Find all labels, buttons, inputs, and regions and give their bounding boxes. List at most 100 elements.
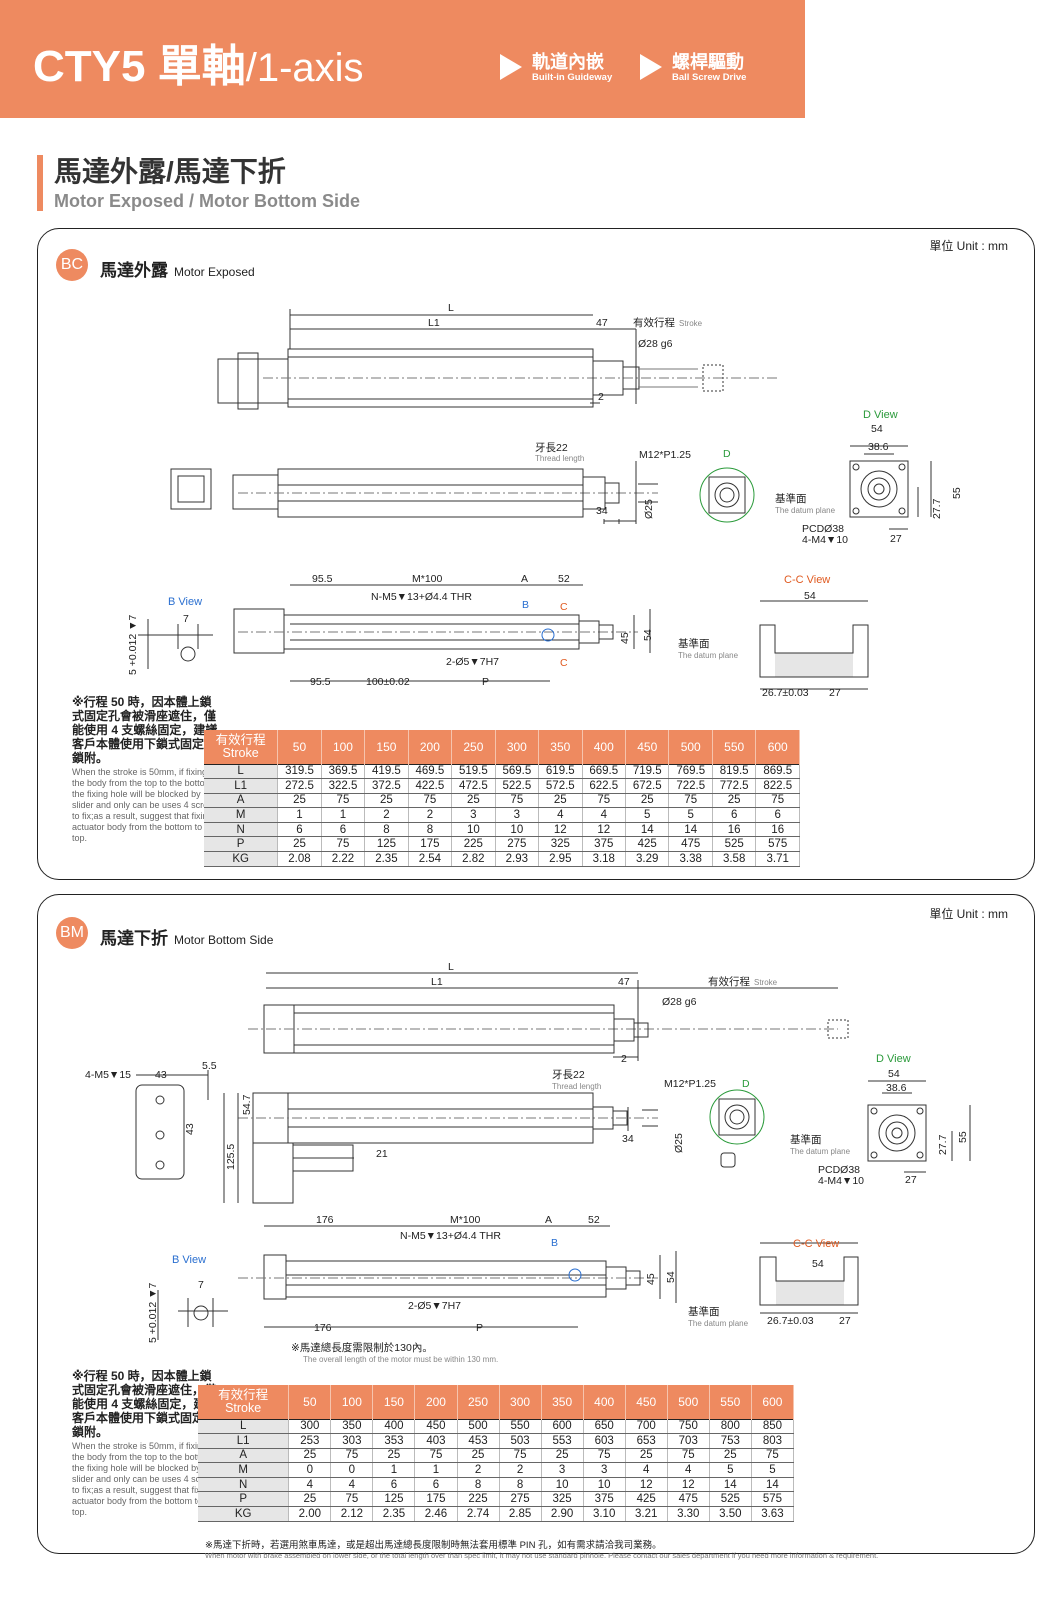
- dim-tolerance: 5 +0.012 ▼7: [147, 1283, 159, 1343]
- dim-54-7: 54.7: [241, 1094, 253, 1115]
- dim-34: 34: [596, 505, 608, 517]
- table-cell: 472.5: [451, 778, 496, 794]
- table-cell: 25: [538, 793, 583, 809]
- table-cell: 369.5: [321, 763, 366, 780]
- stroke-column-header: 500: [668, 730, 713, 764]
- table-cell: 6: [277, 822, 322, 838]
- stroke-column-header: 100: [330, 1385, 374, 1419]
- d-view-title: D View: [876, 1053, 911, 1065]
- table-cell: 575: [755, 836, 800, 853]
- table-cell: 225: [451, 836, 496, 853]
- model-title-en: Motor Bottom Side: [174, 933, 274, 947]
- table-cell: 25: [625, 793, 670, 809]
- table-cell: 75: [755, 793, 800, 809]
- table-cell: 8: [408, 822, 453, 838]
- table-cell: 0: [288, 1462, 332, 1478]
- dim-26-7: 26.7±0.03: [767, 1315, 814, 1327]
- stroke-column-header: 400: [583, 1385, 626, 1419]
- table-cell: 3.18: [582, 851, 627, 867]
- dim-45: 45: [645, 1273, 657, 1285]
- table-cell: 275: [499, 1491, 542, 1508]
- table-cell: 2: [499, 1462, 542, 1478]
- table-cell: 772.5: [712, 778, 757, 794]
- stroke-note-en: When the stroke is 50mm, if fixing the b…: [72, 1441, 220, 1517]
- table-cell: 6: [372, 1477, 416, 1493]
- row-label: M: [198, 1462, 290, 1478]
- table-cell: 325: [541, 1491, 584, 1508]
- dim-47: 47: [596, 317, 608, 329]
- table-cell: 8: [364, 822, 409, 838]
- stroke-column-header: 450: [625, 730, 670, 764]
- table-cell: 8: [499, 1477, 542, 1493]
- table-cell: 75: [321, 793, 366, 809]
- table-cell: 703: [667, 1433, 710, 1449]
- table-cell: 3.21: [625, 1506, 668, 1522]
- detail-D: D: [742, 1078, 750, 1090]
- table-cell: 2.93: [495, 851, 540, 867]
- datum-en-b: The datum plane: [688, 1319, 749, 1328]
- table-cell: 350: [330, 1418, 374, 1435]
- table-cell: 253: [288, 1433, 332, 1449]
- table-cell: 14: [668, 822, 713, 838]
- table-cell: 125: [364, 836, 409, 853]
- stroke-column-header: 150: [372, 1385, 416, 1419]
- table-cell: 753: [709, 1433, 752, 1449]
- table-cell: 175: [414, 1491, 458, 1508]
- dim-27: 27: [905, 1174, 917, 1186]
- motor-outline: [217, 358, 289, 404]
- table-cell: 25: [451, 793, 496, 809]
- cc-view-title: C-C View: [793, 1238, 839, 1250]
- table-cell: 425: [625, 1491, 668, 1508]
- table-cell: 4: [538, 807, 583, 823]
- table-cell: 322.5: [321, 778, 366, 794]
- stroke-note: ※行程 50 時，因本體上鎖式固定孔會被滑座遮住，僅能使用 4 支螺絲固定，建議…: [72, 695, 222, 844]
- brake-footnote: ※馬達下折時，若選用煞車馬達，或是超出馬達總長度限制時無法套用標準 PIN 孔，…: [205, 1537, 878, 1560]
- table-cell: 2: [457, 1462, 500, 1478]
- table-cell: 4: [667, 1462, 710, 1478]
- model-title-zh: 馬達外露: [100, 261, 168, 280]
- table-cell: 1: [372, 1462, 416, 1478]
- dim-shaft: Ø28 g6: [638, 338, 673, 350]
- table-cell: 12: [667, 1477, 710, 1493]
- technical-drawing: L 47 L1 47 有效行程 Stroke Ø28 g6 2 牙長22 Thr…: [85, 961, 971, 1364]
- stroke-column-header: 250: [451, 730, 496, 764]
- dim-pin: 2-Ø5▼7H7: [408, 1300, 461, 1312]
- tag-guideway-zh: 軌道內嵌: [532, 52, 604, 72]
- stroke-column-header: 200: [408, 730, 453, 764]
- stroke-note-zh: ※行程 50 時，因本體上鎖式固定孔會被滑座遮住，僅能使用 4 支螺絲固定，建議…: [72, 695, 218, 765]
- dim-55: 55: [951, 487, 963, 499]
- dim-cc-27: 27: [829, 687, 841, 699]
- table-cell: 5: [625, 807, 670, 823]
- row-label: P: [204, 836, 279, 853]
- table-cell: 75: [667, 1448, 710, 1464]
- dim-25: Ø25: [673, 1133, 685, 1153]
- table-cell: 669.5: [582, 763, 627, 780]
- tag-ball-screw-en: Ball Screw Drive: [672, 72, 747, 83]
- stroke-column-header: 350: [541, 1385, 584, 1419]
- stroke-column-header: 250: [457, 1385, 500, 1419]
- table-cell: 619.5: [538, 763, 583, 780]
- table-cell: 2.35: [372, 1506, 416, 1522]
- dim-A: A: [545, 1214, 552, 1226]
- table-cell: 819.5: [712, 763, 757, 780]
- table-cell: 2.54: [408, 851, 453, 867]
- table-cell: 750: [667, 1418, 710, 1435]
- table-cell: 16: [712, 822, 757, 838]
- table-cell: 375: [583, 1491, 626, 1508]
- stroke-column-header: 550: [712, 730, 757, 764]
- dim-52: 52: [588, 1214, 600, 1226]
- table-cell: 25: [712, 793, 757, 809]
- motor-note-en: The overall length of the motor must be …: [303, 1355, 498, 1364]
- table-cell: 519.5: [451, 763, 496, 780]
- stroke-column-header: 550: [709, 1385, 752, 1419]
- dim-cc-54: 54: [804, 590, 816, 602]
- play-arrow-icon: [640, 54, 662, 80]
